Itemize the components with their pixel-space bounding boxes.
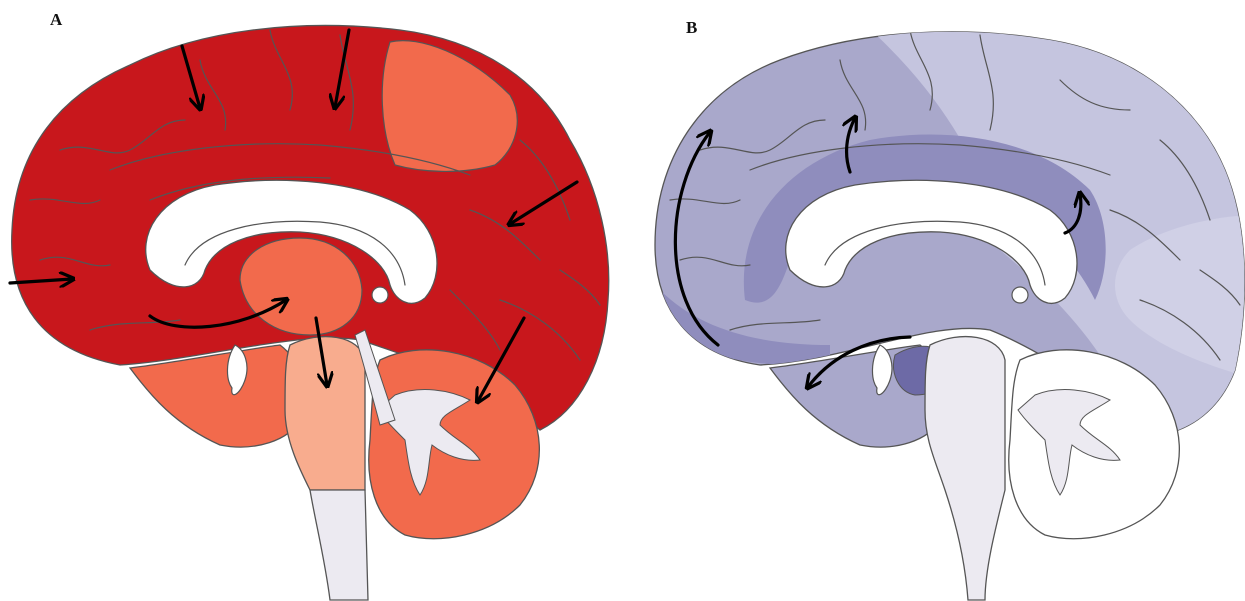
panel-a-pineal [372,287,388,303]
panel-b-pineal [1012,287,1028,303]
panel-a-parietal-patch [382,41,517,172]
panel-a-medulla [310,490,368,600]
panel-a-brainstem [285,337,365,490]
panel-a-brain [10,25,609,600]
panel-b-brainstem [925,337,1005,600]
panel-b-brain [655,20,1245,600]
